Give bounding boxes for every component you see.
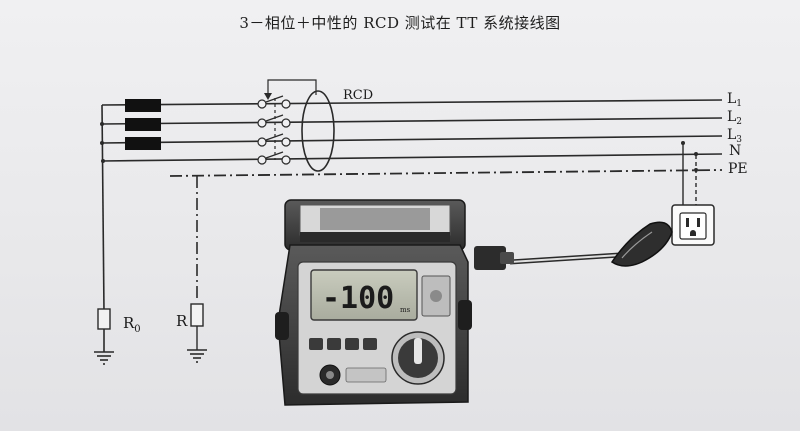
diagram-title: 3－相位＋中性的 RCD 测试在 TT 系统接线图	[239, 14, 561, 32]
line-pe	[169, 169, 723, 177]
earth-symbol-r0	[94, 351, 114, 365]
socket-outlet	[671, 204, 715, 246]
fuses	[125, 99, 161, 150]
label-r: R	[176, 312, 188, 330]
rcd-tester: -100 ms	[275, 199, 472, 406]
line-l2	[101, 117, 723, 125]
tester-rotary-dial	[391, 331, 445, 385]
tester-display-value: -100	[322, 281, 394, 316]
earth-bus-left	[101, 104, 105, 313]
tester-buttons	[309, 338, 377, 350]
resistor-r	[190, 303, 204, 327]
label-n: N	[729, 143, 741, 159]
fuse-l1	[125, 99, 161, 112]
label-l2: L2	[727, 109, 742, 127]
earth-symbol-r	[187, 349, 207, 363]
line-l1	[101, 99, 723, 106]
label-l1: L1	[727, 91, 742, 109]
label-pe: PE	[728, 161, 748, 177]
rcd-contacts	[257, 99, 291, 165]
fuse-l2	[125, 118, 161, 131]
tester-display	[310, 269, 418, 321]
test-lead	[474, 221, 673, 270]
fuse-l3	[125, 137, 161, 150]
rcd-label: RCD	[343, 88, 373, 103]
label-l3: L3	[727, 127, 742, 145]
line-n	[101, 153, 723, 162]
line-l3	[101, 135, 723, 144]
resistor-r0	[97, 308, 111, 330]
rcd-core	[301, 90, 335, 172]
tester-display-unit: ms	[400, 306, 411, 314]
label-r0: R0	[123, 314, 141, 335]
